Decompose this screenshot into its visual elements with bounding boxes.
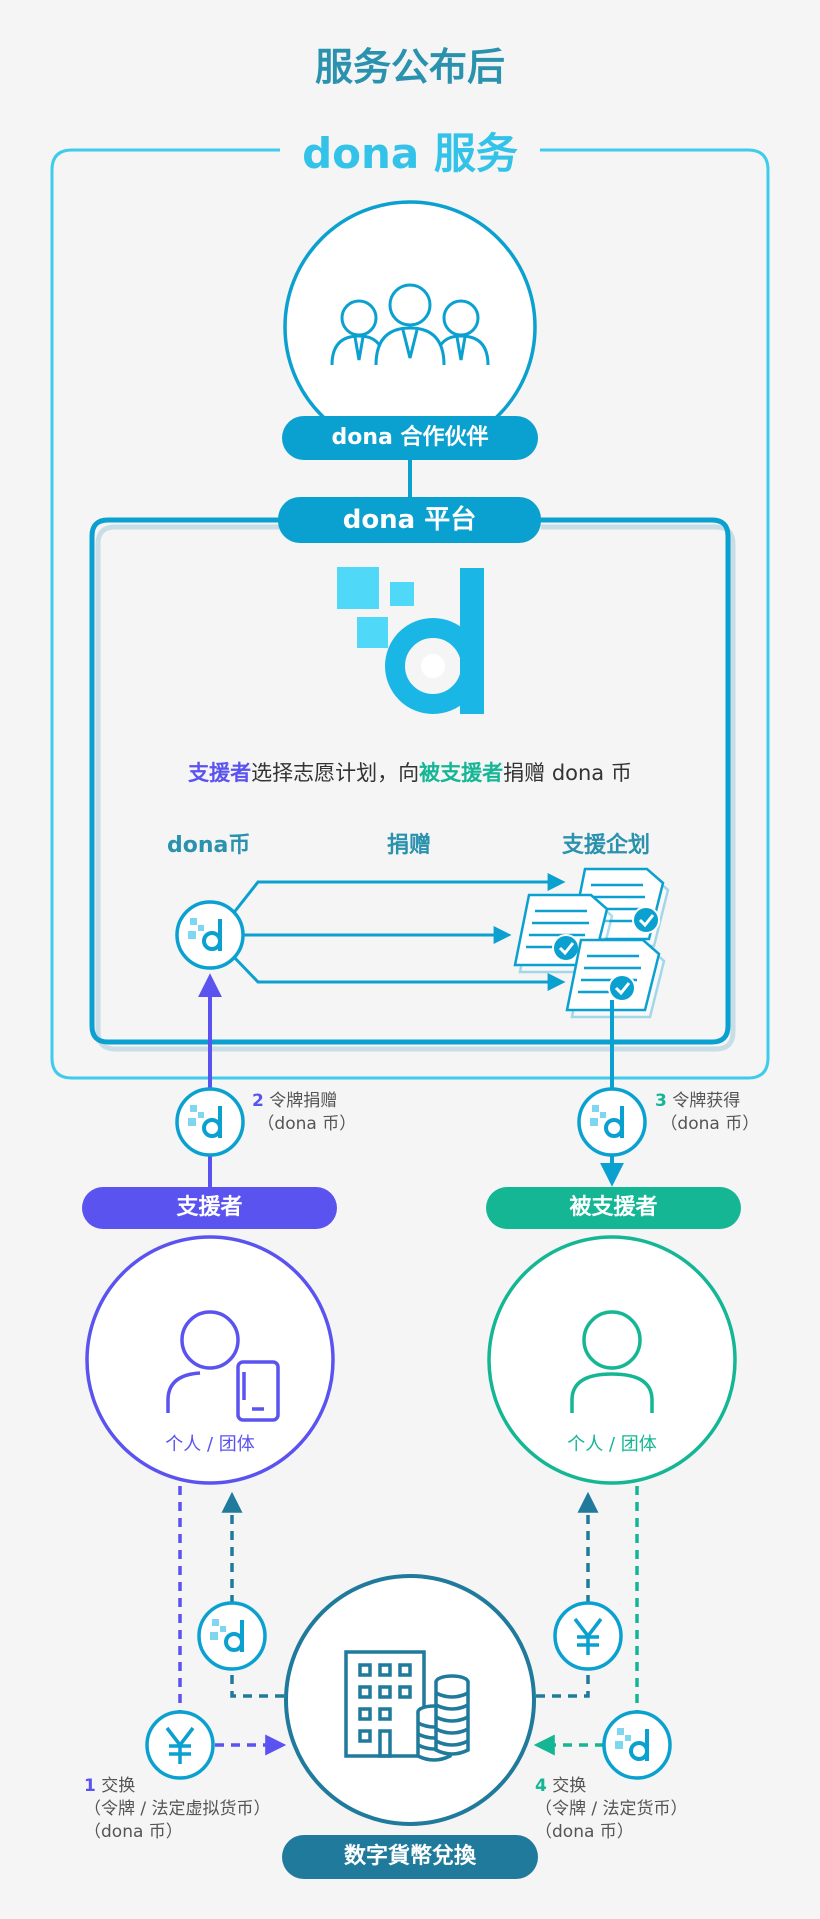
exchange-label: 数字貨幣兌換 — [282, 1835, 538, 1879]
step2-number: 2 — [252, 1091, 264, 1111]
label-dona-coin: dona币 — [167, 833, 251, 858]
label-support-plans: 支援企划 — [562, 833, 651, 858]
step3-number: 3 — [655, 1091, 667, 1111]
exchange-circle — [284, 1574, 536, 1826]
supported-caption: 个人 / 团体 — [567, 1434, 657, 1455]
step4-line3: （dona 币） — [535, 1822, 634, 1842]
step3-line1: 令牌获得 — [672, 1091, 741, 1111]
step3-note: 3 令牌获得 （dona 币） — [655, 1090, 759, 1136]
person-icon — [570, 1310, 654, 1413]
step3-line2: （dona 币） — [660, 1114, 760, 1134]
step1-note: 1 交换 （令牌 / 法定虚拟货币） （dona 币） — [84, 1775, 271, 1844]
step4-note: 4 交换 （令牌 / 法定货币） （dona 币） — [535, 1775, 688, 1844]
dona-coin-icon — [175, 1087, 245, 1157]
platform-label: dona 平台 — [278, 497, 541, 543]
platform-description: 支援者选择志愿计划，向被支援者捐赠 dona 币 — [0, 757, 820, 787]
step1-number: 1 — [84, 1776, 96, 1796]
arrow-donate-bottom — [230, 953, 566, 991]
supported-circle — [487, 1235, 737, 1485]
step1-line2: （令牌 / 法定虚拟货币） — [84, 1799, 271, 1819]
step4-line1: 交换 — [552, 1776, 587, 1796]
partner-group-icon — [330, 283, 490, 366]
dona-coin-icon — [175, 900, 245, 970]
desc-text-2: 捐赠 dona 币 — [503, 761, 632, 785]
arrow-donate-top — [230, 873, 566, 916]
partner-label: dona 合作伙伴 — [282, 416, 538, 460]
supported-label: 被支援者 — [486, 1187, 741, 1229]
desc-supported: 被支援者 — [419, 761, 504, 785]
service-frame — [50, 148, 770, 1080]
yen-coin-icon — [145, 1710, 215, 1780]
step2-line2: （dona 币） — [257, 1114, 357, 1134]
building-coins-icon — [344, 1650, 470, 1762]
arrow-right-return — [536, 1491, 599, 1698]
dona-coin-icon — [602, 1710, 672, 1780]
step4-number: 4 — [535, 1776, 547, 1796]
document-check-icon — [513, 867, 670, 1019]
page-title: 服务公布后 — [314, 45, 505, 89]
yen-coin-icon — [553, 1601, 623, 1671]
supporter-caption: 个人 / 团体 — [165, 1434, 255, 1455]
label-donate: 捐赠 — [387, 833, 432, 858]
desc-text-1: 选择志愿计划，向 — [251, 761, 420, 785]
person-phone-icon — [166, 1310, 280, 1422]
arrow-step4-green — [538, 1486, 639, 1745]
dona-coin-icon — [577, 1087, 647, 1157]
desc-supporter: 支援者 — [188, 761, 252, 785]
step2-line1: 令牌捐赠 — [269, 1091, 338, 1111]
step1-line3: （dona 币） — [84, 1822, 183, 1842]
service-title: dona 服务 — [302, 129, 518, 178]
dona-coin-icon — [197, 1601, 267, 1671]
platform-frame — [89, 517, 731, 1045]
supporter-label: 支援者 — [82, 1187, 337, 1229]
arrow-left-return — [221, 1491, 284, 1698]
step2-note: 2 令牌捐赠 （dona 币） — [252, 1090, 356, 1136]
step1-line1: 交换 — [101, 1776, 136, 1796]
dona-logo-icon — [337, 567, 484, 714]
step4-line2: （令牌 / 法定货币） — [535, 1799, 688, 1819]
